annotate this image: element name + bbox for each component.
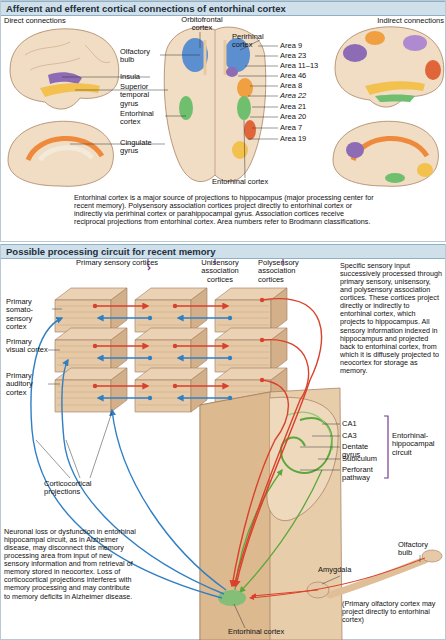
structure-label: Subiculum	[342, 455, 386, 463]
structure-label: Orbitofrontal cortex	[172, 16, 232, 33]
description-note: Entorhinal cortex is a major source of p…	[74, 194, 374, 226]
circuit-label: Entorhinal-hippocampal circuit	[392, 432, 444, 457]
structure-label: Olfactory bulb	[398, 541, 444, 558]
section-heading: Possible processing circuit for recent m…	[1, 245, 445, 258]
structure-label: Cingulate gyrus	[120, 139, 166, 156]
structure-label: CA1	[342, 420, 382, 428]
area-label: Area 21	[280, 103, 328, 111]
description-note: Neuronal loss or dysfunction in entorhin…	[4, 528, 136, 601]
area-label: Area 19	[280, 135, 328, 143]
area-label: Area 22	[280, 92, 328, 100]
structure-label: Perirhinal cortex	[232, 33, 282, 50]
section-band: Afferent and efferent cortical connectio…	[1, 1, 445, 16]
structure-label: Primary somato-sensory cortex	[6, 298, 54, 332]
structure-label: Insula	[120, 73, 160, 81]
note-label: (Primary olfactory cortex may project di…	[342, 600, 444, 624]
structure-label: Entorhinal cortex	[228, 628, 308, 636]
structure-label: Superior temporal gyrus	[120, 83, 168, 108]
section-band: Possible processing circuit for recent m…	[1, 244, 445, 259]
group-label: Unisensory association cortices	[192, 259, 248, 284]
structure-label: Entorhinal cortex	[212, 178, 292, 186]
structure-label: Perforant pathway	[342, 466, 386, 483]
area-label: Area 11–13	[280, 62, 328, 70]
area-label: Area 9	[280, 42, 328, 50]
view-label: Direct connections	[4, 17, 94, 25]
description-note: Specific sensory input successively proc…	[340, 262, 442, 375]
structure-label: Primary auditory cortex	[6, 372, 50, 397]
view-label: Indirect connections	[372, 17, 444, 25]
area-label: Area 7	[280, 124, 328, 132]
structure-label: Olfactory bulb	[120, 48, 162, 65]
group-label: Polysensory association cortices	[258, 259, 318, 284]
structure-label: Amygdala	[318, 566, 362, 574]
area-label: Area 46	[280, 72, 328, 80]
group-label: Primary sensory cortices	[76, 259, 166, 267]
area-label: Area 8	[280, 82, 328, 90]
structure-label: CA3	[342, 432, 382, 440]
area-label: Area 20	[280, 113, 328, 121]
structure-label: Primary visual cortex	[6, 338, 50, 355]
area-label: Area 23	[280, 52, 328, 60]
section-heading: Afferent and efferent cortical connectio…	[1, 2, 445, 15]
structure-label: Entorhinal cortex	[120, 110, 166, 127]
structure-label: Corticocortical projections	[44, 480, 124, 497]
